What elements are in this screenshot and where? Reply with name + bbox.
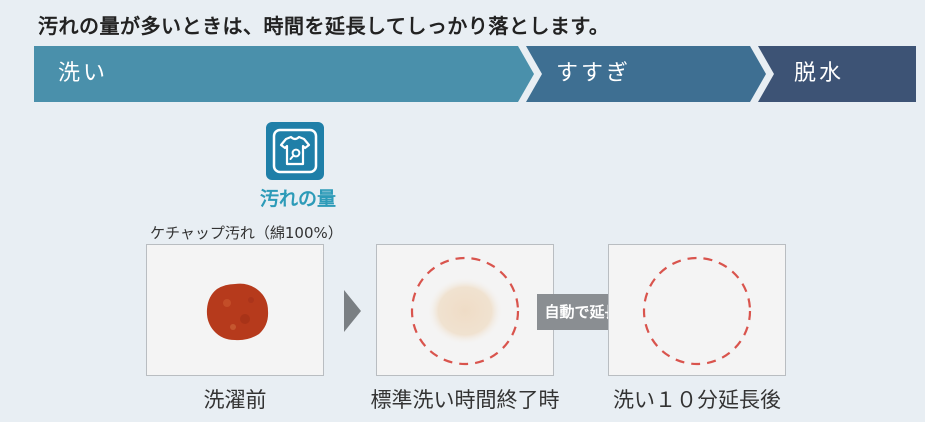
- process-flow-arrows: [34, 46, 916, 102]
- caption-before-wash: 洗濯前: [203, 388, 267, 412]
- process-flow: 洗い すすぎ 脱水: [34, 46, 916, 102]
- headline: 汚れの量が多いときは、時間を延長してしっかり落とします。: [38, 14, 610, 38]
- panel-before-wash: [146, 244, 324, 376]
- panel-extended-wash: [608, 244, 786, 376]
- caption-standard-wash-end: 標準洗い時間終了時: [370, 388, 560, 412]
- dashed-circle-marker: [410, 256, 520, 366]
- flow-step-rinse: すすぎ: [556, 61, 632, 86]
- dirt-amount-caption: 汚れの量: [259, 188, 336, 210]
- ketchup-stain: [206, 283, 269, 341]
- shirt-stain-icon: [272, 128, 318, 174]
- dirt-sensor-icon-box: [266, 122, 324, 180]
- flow-step-wash-arrow: [34, 46, 534, 102]
- flow-step-rinse-arrow: [526, 46, 766, 102]
- faded-stain: [410, 256, 520, 366]
- next-step-arrow: [344, 290, 361, 332]
- flow-step-spin-arrow: [758, 46, 916, 102]
- auto-extend-label: 自動で延長: [544, 303, 620, 321]
- clean-fabric: [642, 256, 752, 366]
- flow-step-spin: 脱水: [794, 61, 845, 86]
- dashed-circle-marker: [642, 256, 752, 366]
- caption-extended-wash: 洗い１０分延長後: [613, 388, 781, 412]
- sample-label: ケチャップ汚れ（綿100%）: [150, 224, 343, 242]
- flow-step-wash: 洗い: [58, 61, 109, 86]
- panel-standard-wash-end: [376, 244, 554, 376]
